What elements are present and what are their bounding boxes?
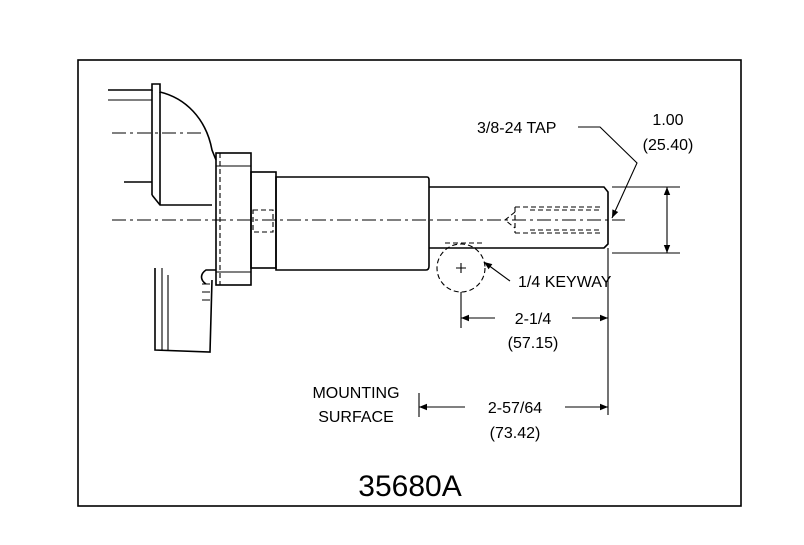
shaft-length-inch-label: 2-1/4 <box>515 311 552 328</box>
diameter-dimension <box>612 186 680 254</box>
tap-label: 3/8-24 TAP <box>477 120 556 137</box>
diameter-inch-label: 1.00 <box>652 112 683 129</box>
shaft-length-mm-label: (57.15) <box>508 335 559 352</box>
output-shaft <box>429 186 609 249</box>
motor-housing <box>108 83 217 353</box>
keyway-leader <box>483 261 511 282</box>
mount-length-dimension <box>418 393 608 417</box>
diameter-mm-label: (25.40) <box>643 137 694 154</box>
keyway-label: 1/4 KEYWAY <box>518 274 612 291</box>
mount-length-inch-label: 2-57/64 <box>488 400 542 417</box>
part-number: 35680A <box>358 470 461 503</box>
drawing-border <box>77 59 742 507</box>
tap-leader <box>578 126 638 219</box>
motor-body <box>275 176 430 271</box>
mounting-flange <box>215 152 252 286</box>
mounting-label-line2: SURFACE <box>318 409 394 426</box>
keyway-hidden <box>436 242 486 293</box>
mount-length-mm-label: (73.42) <box>490 425 541 442</box>
shaft-length-dimension <box>460 248 609 415</box>
mounting-label-line1: MOUNTING <box>312 385 399 402</box>
